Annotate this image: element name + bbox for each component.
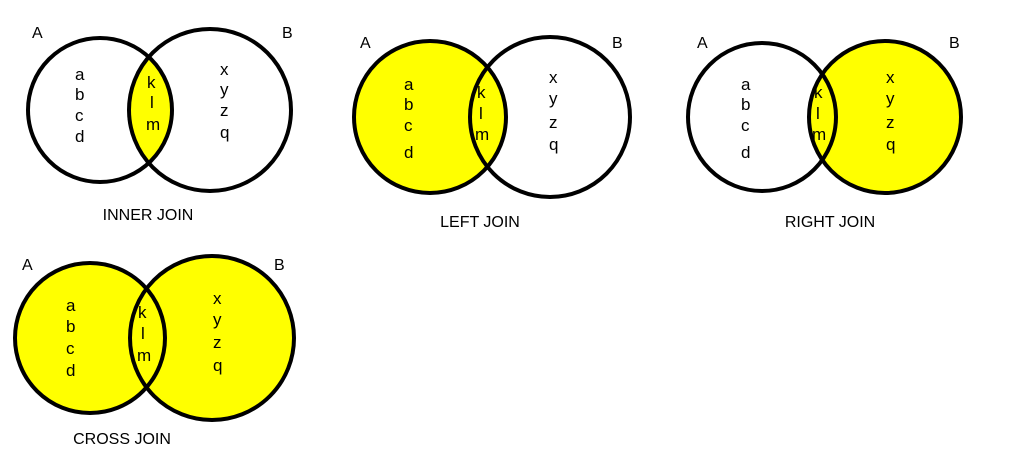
- set-a-region: [15, 263, 165, 413]
- intersection-item: k: [138, 303, 147, 322]
- intersection-item: m: [137, 346, 151, 365]
- set-b-circle: [128, 254, 296, 422]
- a-only-item: b: [75, 85, 84, 104]
- intersection-item: l: [141, 324, 145, 343]
- a-only-item: b: [404, 95, 413, 114]
- b-only-item: y: [886, 89, 895, 108]
- set-b-region: [130, 256, 294, 420]
- intersection-item: l: [150, 93, 154, 112]
- set-a-circle: [13, 261, 167, 415]
- diagram-caption: RIGHT JOIN: [785, 214, 875, 231]
- set-b-label: B: [282, 25, 293, 42]
- a-only-item: c: [741, 116, 750, 135]
- diagram-caption: CROSS JOIN: [73, 431, 171, 448]
- intersection-item: m: [146, 115, 160, 134]
- a-only-item: c: [404, 116, 413, 135]
- intersection-item: k: [147, 73, 156, 92]
- b-only-item: z: [213, 333, 222, 352]
- b-only-item: x: [886, 68, 895, 87]
- left-join-diagram: A B a b c d k l m x y z q LEFT JOIN: [352, 35, 632, 231]
- diagram-caption: INNER JOIN: [103, 207, 194, 224]
- a-only-item: a: [75, 65, 85, 84]
- set-b-label: B: [612, 35, 623, 52]
- intersection-item: m: [812, 125, 826, 144]
- set-b-circle: [468, 35, 632, 199]
- set-b-region: [809, 41, 961, 193]
- set-b-circle: [127, 27, 293, 193]
- set-a-label: A: [32, 25, 43, 42]
- set-a-region: [354, 41, 506, 193]
- a-only-item: c: [75, 106, 84, 125]
- set-a-label: A: [697, 35, 708, 52]
- a-only-item: a: [66, 296, 76, 315]
- b-only-item: x: [220, 60, 229, 79]
- b-only-item: z: [220, 101, 229, 120]
- set-b-label: B: [949, 35, 960, 52]
- intersection-item: l: [479, 104, 483, 123]
- b-only-item: q: [220, 123, 229, 142]
- b-only-item: x: [213, 289, 222, 308]
- diagram-caption: LEFT JOIN: [440, 214, 520, 231]
- a-only-item: a: [404, 75, 414, 94]
- set-a-label: A: [22, 257, 33, 274]
- b-only-item: q: [213, 356, 222, 375]
- intersection-item: k: [477, 83, 486, 102]
- a-only-item: c: [66, 339, 75, 358]
- set-a-circle: [686, 41, 838, 193]
- a-only-item: d: [404, 143, 413, 162]
- set-b-circle: [807, 39, 963, 195]
- b-only-item: y: [220, 80, 229, 99]
- cross-join-diagram: A B a b c d k l m x y z q CROSS JOIN: [13, 254, 296, 448]
- right-join-diagram: A B a b c d k l m x y z q RIGHT JOIN: [686, 35, 963, 231]
- intersection-item: l: [816, 104, 820, 123]
- b-only-item: q: [549, 135, 558, 154]
- b-only-item: y: [549, 89, 558, 108]
- a-only-item: b: [66, 317, 75, 336]
- a-only-item: d: [741, 143, 750, 162]
- b-only-item: y: [213, 310, 222, 329]
- a-only-item: d: [66, 361, 75, 380]
- b-only-item: q: [886, 135, 895, 154]
- b-only-item: z: [886, 113, 895, 132]
- inner-join-diagram: A B a b c d k l m x y z q INNER JOIN: [26, 25, 293, 224]
- set-a-circle: [352, 39, 508, 195]
- b-only-item: z: [549, 113, 558, 132]
- b-only-item: x: [549, 68, 558, 87]
- a-only-item: d: [75, 127, 84, 146]
- a-only-item: b: [741, 95, 750, 114]
- a-only-item: a: [741, 75, 751, 94]
- set-b-label: B: [274, 257, 285, 274]
- intersection-item: k: [814, 83, 823, 102]
- set-a-label: A: [360, 35, 371, 52]
- intersection-item: m: [475, 125, 489, 144]
- set-a-circle: [26, 36, 174, 184]
